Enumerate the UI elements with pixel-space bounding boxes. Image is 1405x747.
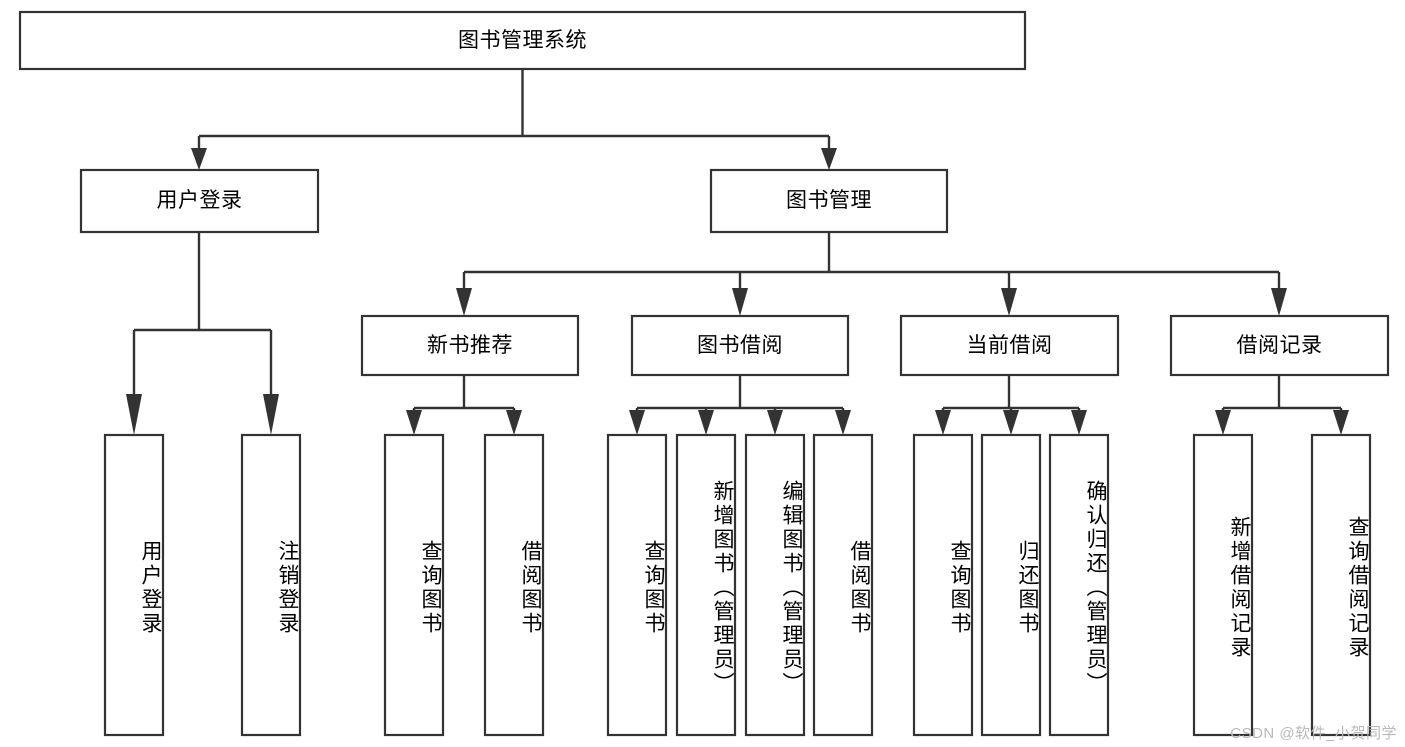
arrow-book-manage [821, 148, 837, 170]
node-leaf-query-book-1-rect[interactable] [383, 433, 445, 737]
arrow-leaf-query-book-3 [935, 410, 951, 435]
arrow-leaf-add-book [698, 410, 714, 435]
node-leaf-return-book-rect[interactable] [980, 433, 1042, 737]
arrow-leaf-add-record [1215, 410, 1231, 435]
node-leaf-add-record-rect[interactable] [1192, 433, 1254, 737]
node-leaf-user-login-rect[interactable] [103, 433, 165, 737]
node-borrow-record-rect[interactable] [1169, 314, 1390, 377]
node-leaf-query-book-2-rect[interactable] [606, 433, 668, 737]
arrow-leaf-query-book-2 [629, 410, 645, 435]
node-book-manage-rect[interactable] [709, 168, 949, 234]
node-user-login-rect[interactable] [79, 168, 320, 234]
node-leaf-borrow-book-1-rect[interactable] [483, 433, 545, 737]
node-leaf-edit-book-rect[interactable] [744, 433, 806, 737]
arrow-borrow-record [1271, 288, 1287, 316]
node-root-rect[interactable] [18, 10, 1027, 71]
arrow-current-borrow [1001, 288, 1017, 316]
arrow-book-borrow [732, 288, 748, 316]
arrow-leaf-confirm-return [1071, 410, 1087, 435]
arrow-user-login [191, 148, 207, 170]
node-leaf-confirm-return-rect[interactable] [1048, 433, 1110, 737]
arrow-leaf-borrow-book-2 [835, 410, 851, 435]
node-book-borrow-rect[interactable] [630, 314, 850, 377]
node-current-borrow-rect[interactable] [899, 314, 1120, 377]
arrow-leaf-query-book-1 [406, 410, 422, 435]
node-leaf-logout-login-rect[interactable] [240, 433, 302, 737]
node-new-book-recommend-rect[interactable] [360, 314, 580, 377]
node-leaf-borrow-book-2-rect[interactable] [812, 433, 874, 737]
arrow-leaf-logout-login [263, 394, 279, 435]
arrow-leaf-borrow-book-1 [506, 410, 522, 435]
edges-layer [126, 69, 1349, 435]
arrow-leaf-query-record [1333, 410, 1349, 435]
node-leaf-query-record-rect[interactable] [1310, 433, 1372, 737]
arrow-leaf-edit-book [767, 410, 783, 435]
node-leaf-add-book-rect[interactable] [675, 433, 737, 737]
node-leaf-query-book-3-rect[interactable] [912, 433, 974, 737]
csdn-watermark: CSDN @软件_小贺同学 [1230, 725, 1397, 742]
arrow-new-book-recommend [456, 288, 472, 316]
nodes-layer [18, 10, 1390, 737]
arrow-leaf-user-login [126, 394, 142, 435]
arrow-leaf-return-book [1003, 410, 1019, 435]
